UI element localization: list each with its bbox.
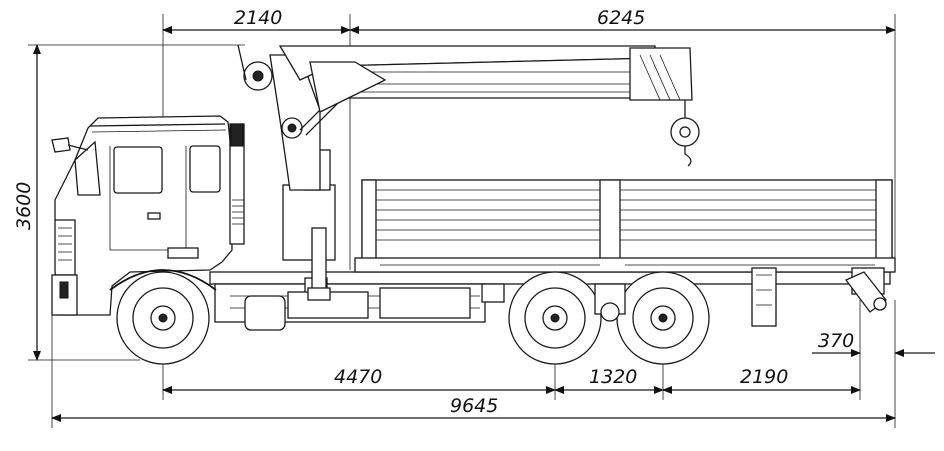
dim-hitch-offset: 370	[818, 330, 854, 352]
rear-wheel-2	[616, 271, 710, 365]
chassis-frame	[209, 271, 891, 331]
dimension-lines	[28, 14, 935, 428]
dim-cab-to-crane: 2140	[234, 7, 282, 29]
dim-rear-axle-spacing: 1320	[589, 366, 637, 388]
dim-front-to-rear-axle: 4470	[334, 366, 382, 388]
truck-cab	[51, 115, 245, 316]
front-wheel	[109, 269, 217, 365]
dim-rear-overhang: 2190	[740, 366, 788, 388]
crane	[237, 44, 700, 301]
dim-overall-height: 3600	[13, 182, 35, 230]
rear-hitch	[844, 267, 887, 313]
dim-crane-reach: 6245	[597, 7, 645, 29]
rear-wheel-1	[508, 271, 602, 365]
spare-wheel-carrier	[751, 267, 777, 327]
dim-overall-length: 9645	[450, 395, 498, 417]
flatbed-platform	[354, 179, 896, 273]
rear-bogie	[594, 283, 626, 322]
